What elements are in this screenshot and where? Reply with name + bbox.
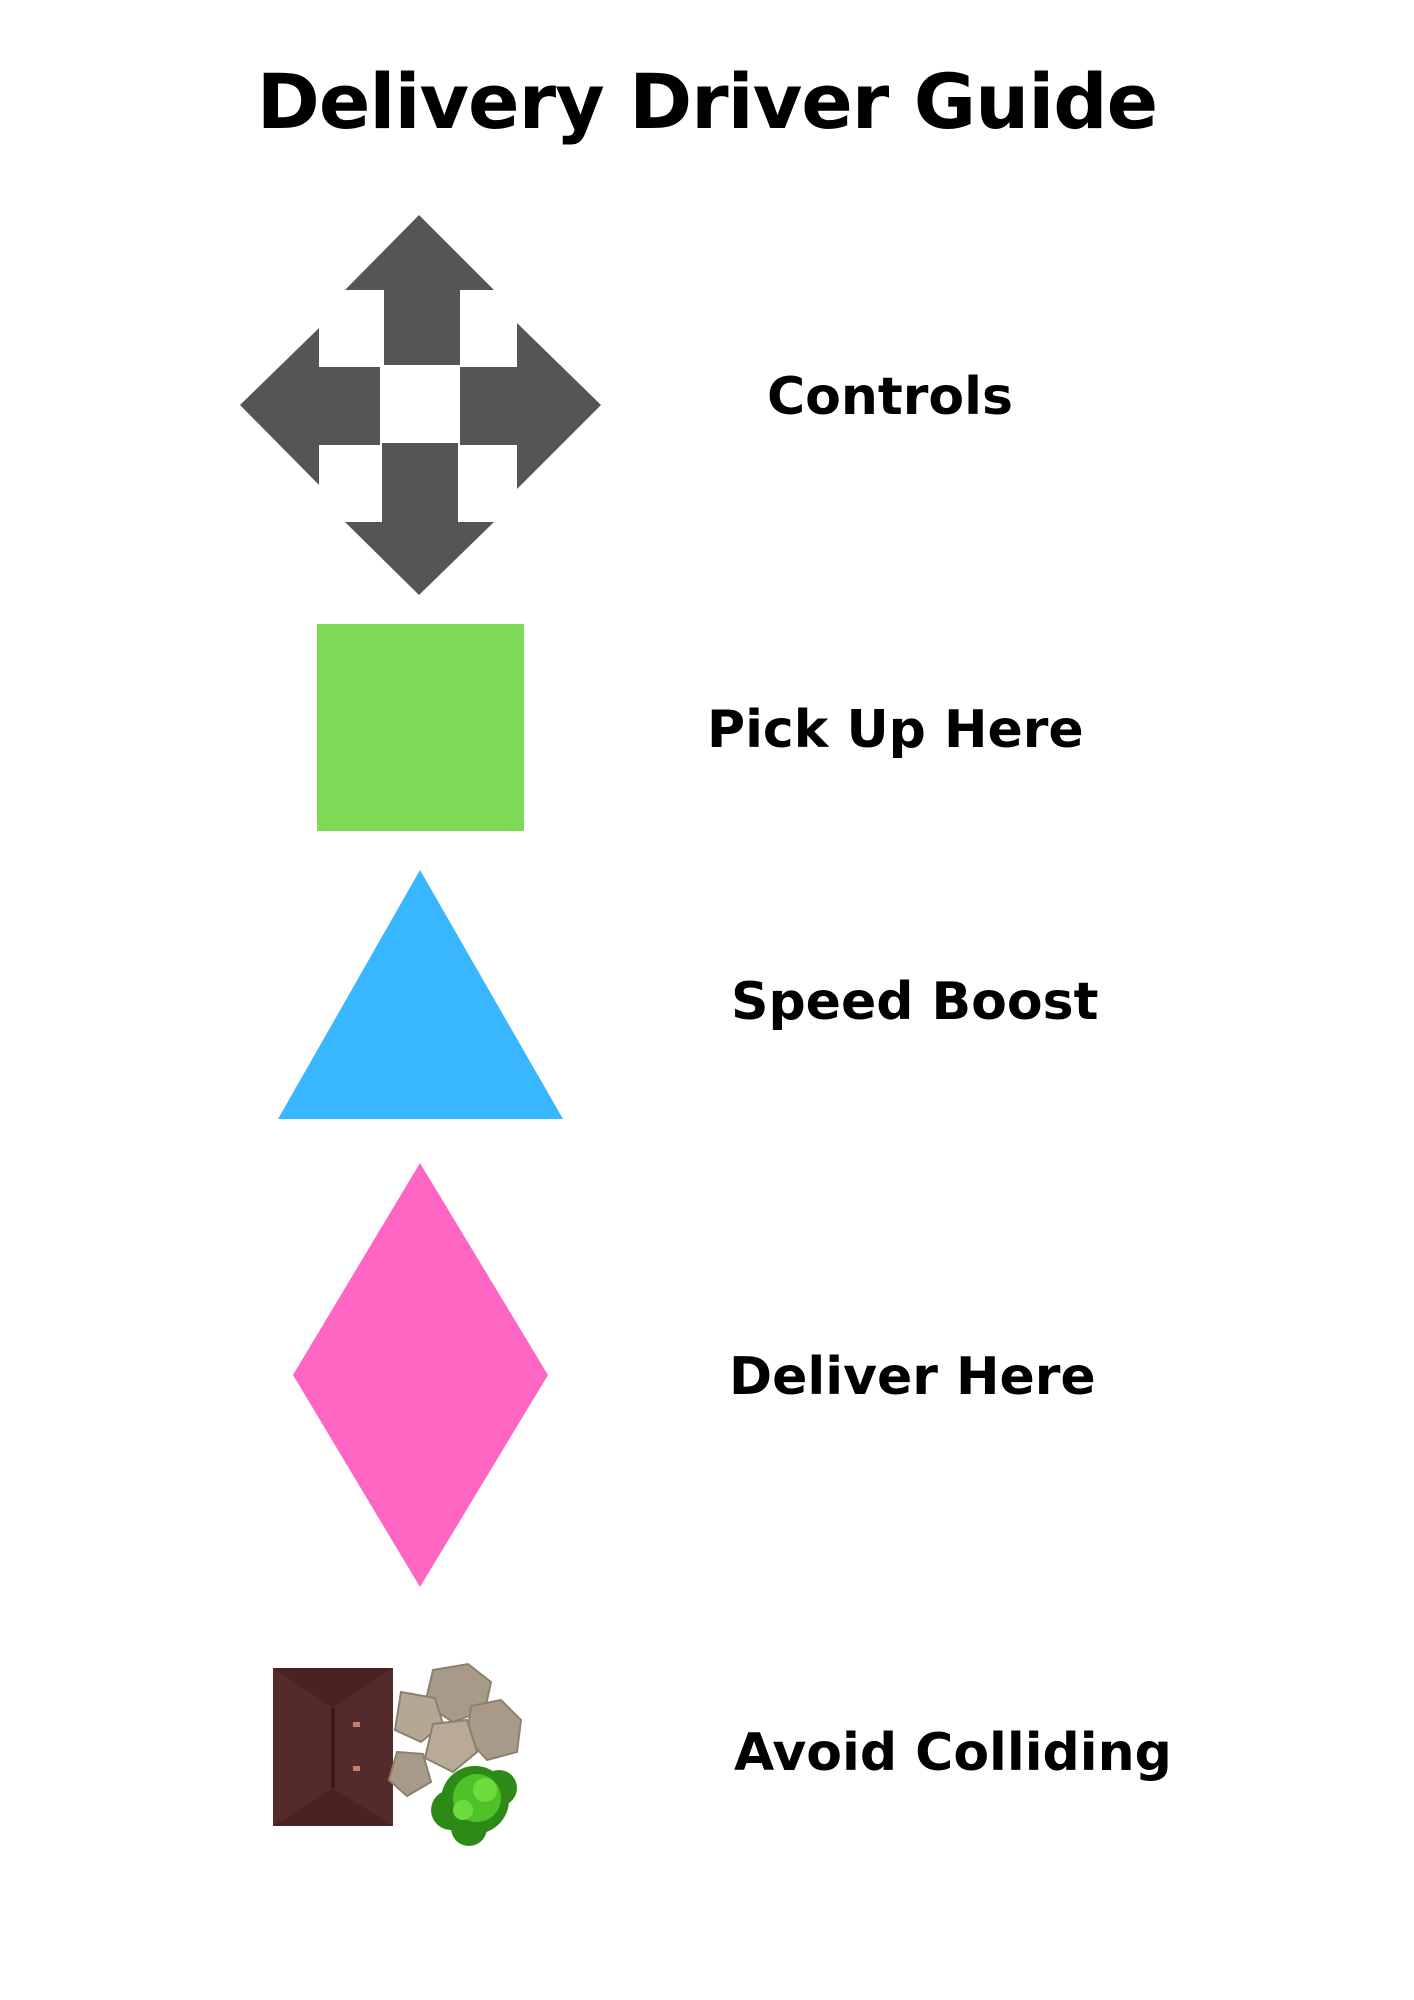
controls-label: Controls <box>767 367 1013 427</box>
four-way-arrows-icon <box>240 215 606 595</box>
page-title: Delivery Driver Guide <box>256 57 1158 146</box>
speed-boost-label: Speed Boost <box>731 972 1099 1032</box>
blue-triangle-icon <box>278 870 563 1120</box>
obstacles-icon <box>273 1660 553 1860</box>
green-square-icon <box>317 624 524 831</box>
pick-up-label: Pick Up Here <box>707 700 1084 760</box>
deliver-here-label: Deliver Here <box>729 1347 1096 1407</box>
pink-diamond-icon <box>293 1163 548 1587</box>
avoid-colliding-label: Avoid Colliding <box>734 1723 1172 1783</box>
